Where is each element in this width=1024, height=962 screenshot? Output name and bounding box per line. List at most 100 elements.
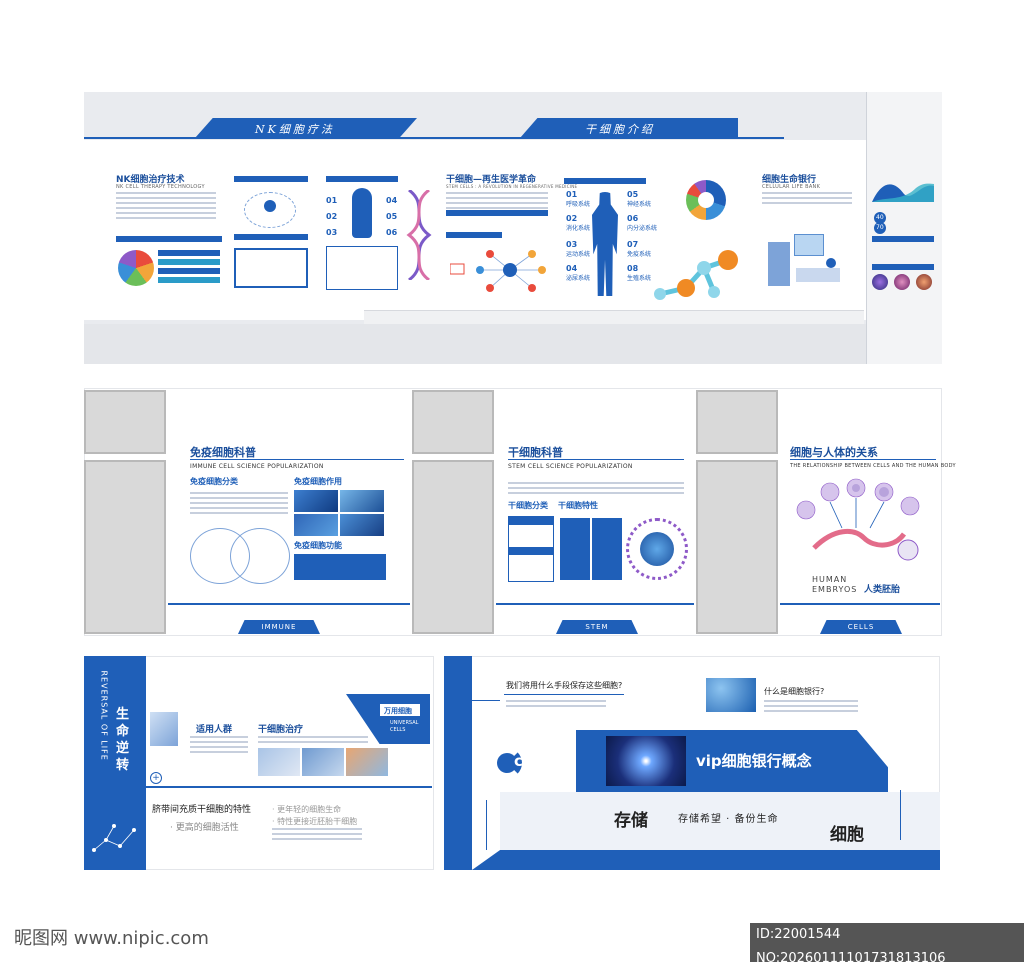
gray-panel-3a xyxy=(696,390,778,454)
immune-venn-2 xyxy=(230,528,290,584)
immune-func-heading: 免疫细胞功能 xyxy=(294,541,342,550)
stem-class-table xyxy=(508,516,554,582)
question-line xyxy=(504,694,624,695)
question-text: 我们将用什么手段保存这些细胞? xyxy=(506,681,623,690)
embryo-cn: 人类胚胎 xyxy=(864,585,901,595)
organ-table xyxy=(326,246,398,290)
stem-bar-1 xyxy=(446,210,548,216)
vertical-title-cn: 生命逆转 xyxy=(116,707,130,773)
header-bar-left-text: NK细胞疗法 xyxy=(255,123,335,136)
circuit-line-2 xyxy=(486,800,487,850)
therapy-heading: 干细胞治疗 xyxy=(258,725,304,735)
bottom-left-blue-column xyxy=(84,656,146,870)
suitable-text-block xyxy=(190,736,248,756)
bottom-right-bottom-band xyxy=(472,850,940,870)
organ-num-5: 05 xyxy=(386,212,398,221)
top-wall-base-stripe xyxy=(364,310,864,324)
feature-1: · 更高的细胞活性 xyxy=(170,823,239,833)
universal-en: UNIVERSAL CELLS xyxy=(390,720,419,733)
nk-list xyxy=(158,250,220,286)
constellation-icon xyxy=(92,824,136,852)
dna-helix-icon xyxy=(406,190,432,280)
gray-panel-3b xyxy=(696,460,778,634)
feature-title: 脐带间充质干细胞的特性 xyxy=(152,805,252,815)
bank-text-block xyxy=(762,192,852,207)
therapy-image xyxy=(302,748,344,776)
body-relation-subtitle: THE RELATIONSHIP BETWEEN CELLS AND THE H… xyxy=(790,463,956,469)
header-bar-left xyxy=(195,118,417,138)
right-bar-1 xyxy=(872,236,934,242)
cell-thumbnails xyxy=(872,274,934,292)
stat-circle-1 xyxy=(874,212,886,224)
universal-cn: 万用细胞 xyxy=(384,707,412,715)
site-watermark: 昵图网 www.nipic.com xyxy=(14,928,209,949)
stem-text-block xyxy=(446,192,548,212)
feature-2: · 更年轻的细胞生命 xyxy=(272,805,342,814)
therapy-image xyxy=(258,748,300,776)
lab-screen xyxy=(794,234,824,256)
bottom-left-blue-line xyxy=(146,786,432,788)
molecule-icon xyxy=(654,250,738,300)
neuron-image xyxy=(606,736,686,786)
organ-num-3: 03 xyxy=(326,228,338,237)
stem-class-heading: 干细胞分类 xyxy=(508,501,548,510)
nk-text-block xyxy=(116,192,216,222)
stem-intro-block xyxy=(508,482,684,497)
immune-underline xyxy=(190,459,404,460)
immune-title: 免疫细胞科普 xyxy=(190,446,256,459)
cells-tab: CELLS xyxy=(820,620,902,634)
organ-num-4: 04 xyxy=(386,196,398,205)
embryo-en-1: HUMAN xyxy=(812,575,848,584)
stem-underline xyxy=(508,459,684,460)
circuit-line-1 xyxy=(472,700,500,701)
stem-subtitle: STEM CELL SCIENCE POPULARIZATION xyxy=(508,463,633,470)
immune-text-block xyxy=(190,492,288,517)
organ-num-2: 02 xyxy=(326,212,338,221)
header-bar-right xyxy=(520,118,738,138)
bottom-right-lower-band xyxy=(500,792,940,850)
circuit-line-3 xyxy=(900,790,901,840)
stem-revolution-title: 干细胞—再生医学革命 xyxy=(446,175,537,185)
header-line xyxy=(84,137,784,139)
cell-bank-image xyxy=(706,678,756,712)
therapy-text-block xyxy=(258,736,368,746)
gray-panel-1a xyxy=(84,390,166,454)
right-bar-2 xyxy=(872,264,934,270)
nk-pie-chart xyxy=(118,250,154,286)
plus-icon: + xyxy=(150,772,162,784)
embryo-development-diagram xyxy=(796,478,920,561)
stem-tab-line xyxy=(496,603,694,605)
cellres-logo: cellres xyxy=(514,752,570,770)
cell-image xyxy=(872,274,888,290)
stem-tab: STEM xyxy=(556,620,638,634)
top-wall-base xyxy=(84,324,942,364)
body-underline xyxy=(790,459,936,460)
immune-tab: IMMUNE xyxy=(238,620,320,634)
immune-image xyxy=(294,490,338,512)
stat-value-2: 70 xyxy=(876,224,884,231)
suitable-image xyxy=(150,712,178,746)
lab-illustration xyxy=(764,232,850,298)
body-systems-icon xyxy=(592,192,618,296)
cell-image xyxy=(894,274,910,290)
cell-image xyxy=(916,274,932,290)
donut-hole xyxy=(698,192,714,208)
top-wall-display xyxy=(84,140,942,320)
stat-circle-2 xyxy=(874,222,886,234)
body-silhouette-icon xyxy=(352,188,372,238)
cellres-logo-sub: 荆州馨卓生物 xyxy=(530,774,561,780)
feature-3: · 特性更接近胚胎干细胞 xyxy=(272,817,358,826)
slogan-text: 存储希望 · 备份生命 xyxy=(678,814,779,825)
cell-bank-title: 细胞生命银行 xyxy=(762,175,817,185)
lab-cabinet xyxy=(768,242,790,286)
image-id-bar: ID:22001544 NO:20260111101731813106 xyxy=(750,923,1024,962)
area-chart xyxy=(872,183,934,202)
gray-panel-2b xyxy=(412,460,494,634)
nk-cycle-bar xyxy=(234,234,308,240)
stem-revolution-subtitle: STEM CELLS : A REVOLUTION IN REGENERATIV… xyxy=(446,184,578,189)
